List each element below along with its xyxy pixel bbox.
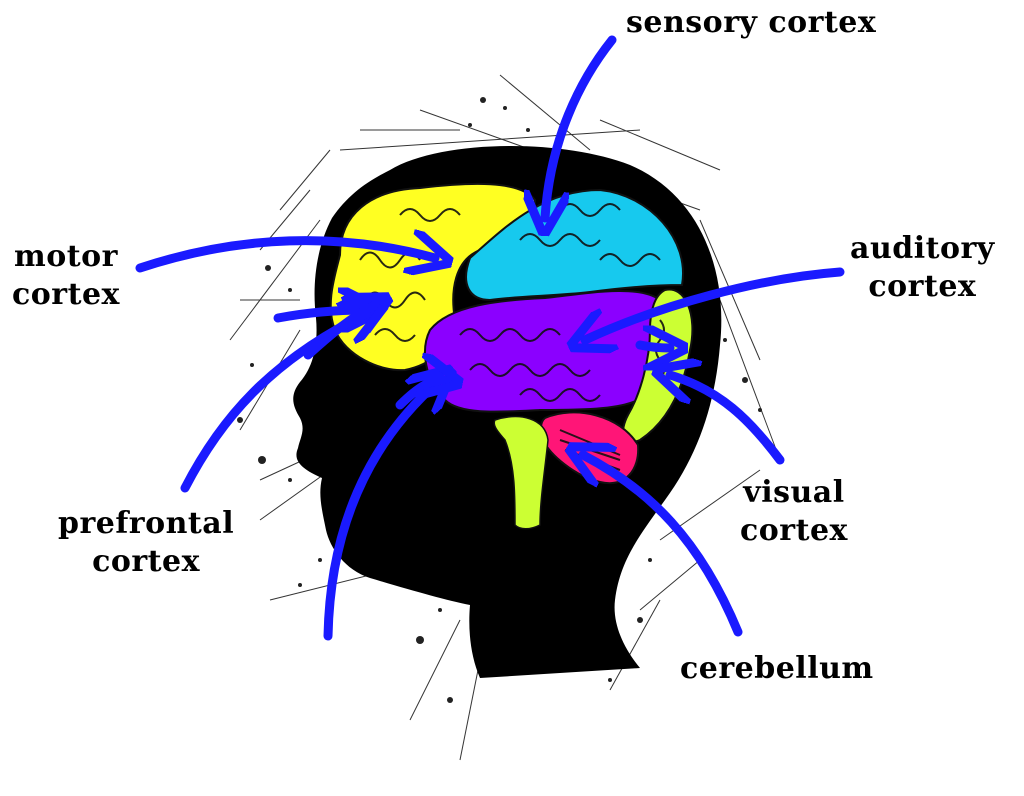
arrow-cerebellum xyxy=(583,455,743,637)
arrow-visual xyxy=(670,375,785,465)
arrow-prefrontal-3 xyxy=(395,380,445,410)
label-visual-line1: visual xyxy=(743,475,845,510)
arrow-motor-1 xyxy=(135,241,435,268)
label-sensory-text: sensory cortex xyxy=(626,5,877,40)
label-auditory-line1: auditory xyxy=(850,231,995,266)
label-auditory-line2: cortex xyxy=(868,269,977,304)
label-visual-cortex: visual cortex xyxy=(740,474,848,550)
label-prefrontal-cortex: prefrontal cortex xyxy=(58,505,234,581)
label-motor-line1: motor xyxy=(13,239,118,274)
arrow-auditory-1 xyxy=(585,267,845,340)
label-prefrontal-line1: prefrontal xyxy=(58,506,235,541)
pointer-arrows xyxy=(135,35,845,641)
scribble-lines xyxy=(229,74,781,761)
label-auditory-cortex: auditory cortex xyxy=(850,230,995,306)
auditory-cortex-region xyxy=(424,290,668,413)
arrow-sensory xyxy=(545,35,617,218)
label-motor-line2: cortex xyxy=(12,277,120,312)
label-prefrontal-line2: cortex xyxy=(92,544,200,579)
label-cerebellum: cerebellum xyxy=(680,650,874,688)
arrow-prefrontal-2 xyxy=(323,380,440,641)
label-sensory-cortex: sensory cortex xyxy=(626,4,876,42)
label-motor-cortex: motor cortex xyxy=(12,238,120,314)
label-cerebellum-text: cerebellum xyxy=(680,651,874,686)
brainstem-region xyxy=(493,415,549,530)
arrow-motor-3 xyxy=(303,305,375,360)
arrow-auditory-2 xyxy=(635,345,670,348)
label-visual-line2: cortex xyxy=(740,513,848,548)
